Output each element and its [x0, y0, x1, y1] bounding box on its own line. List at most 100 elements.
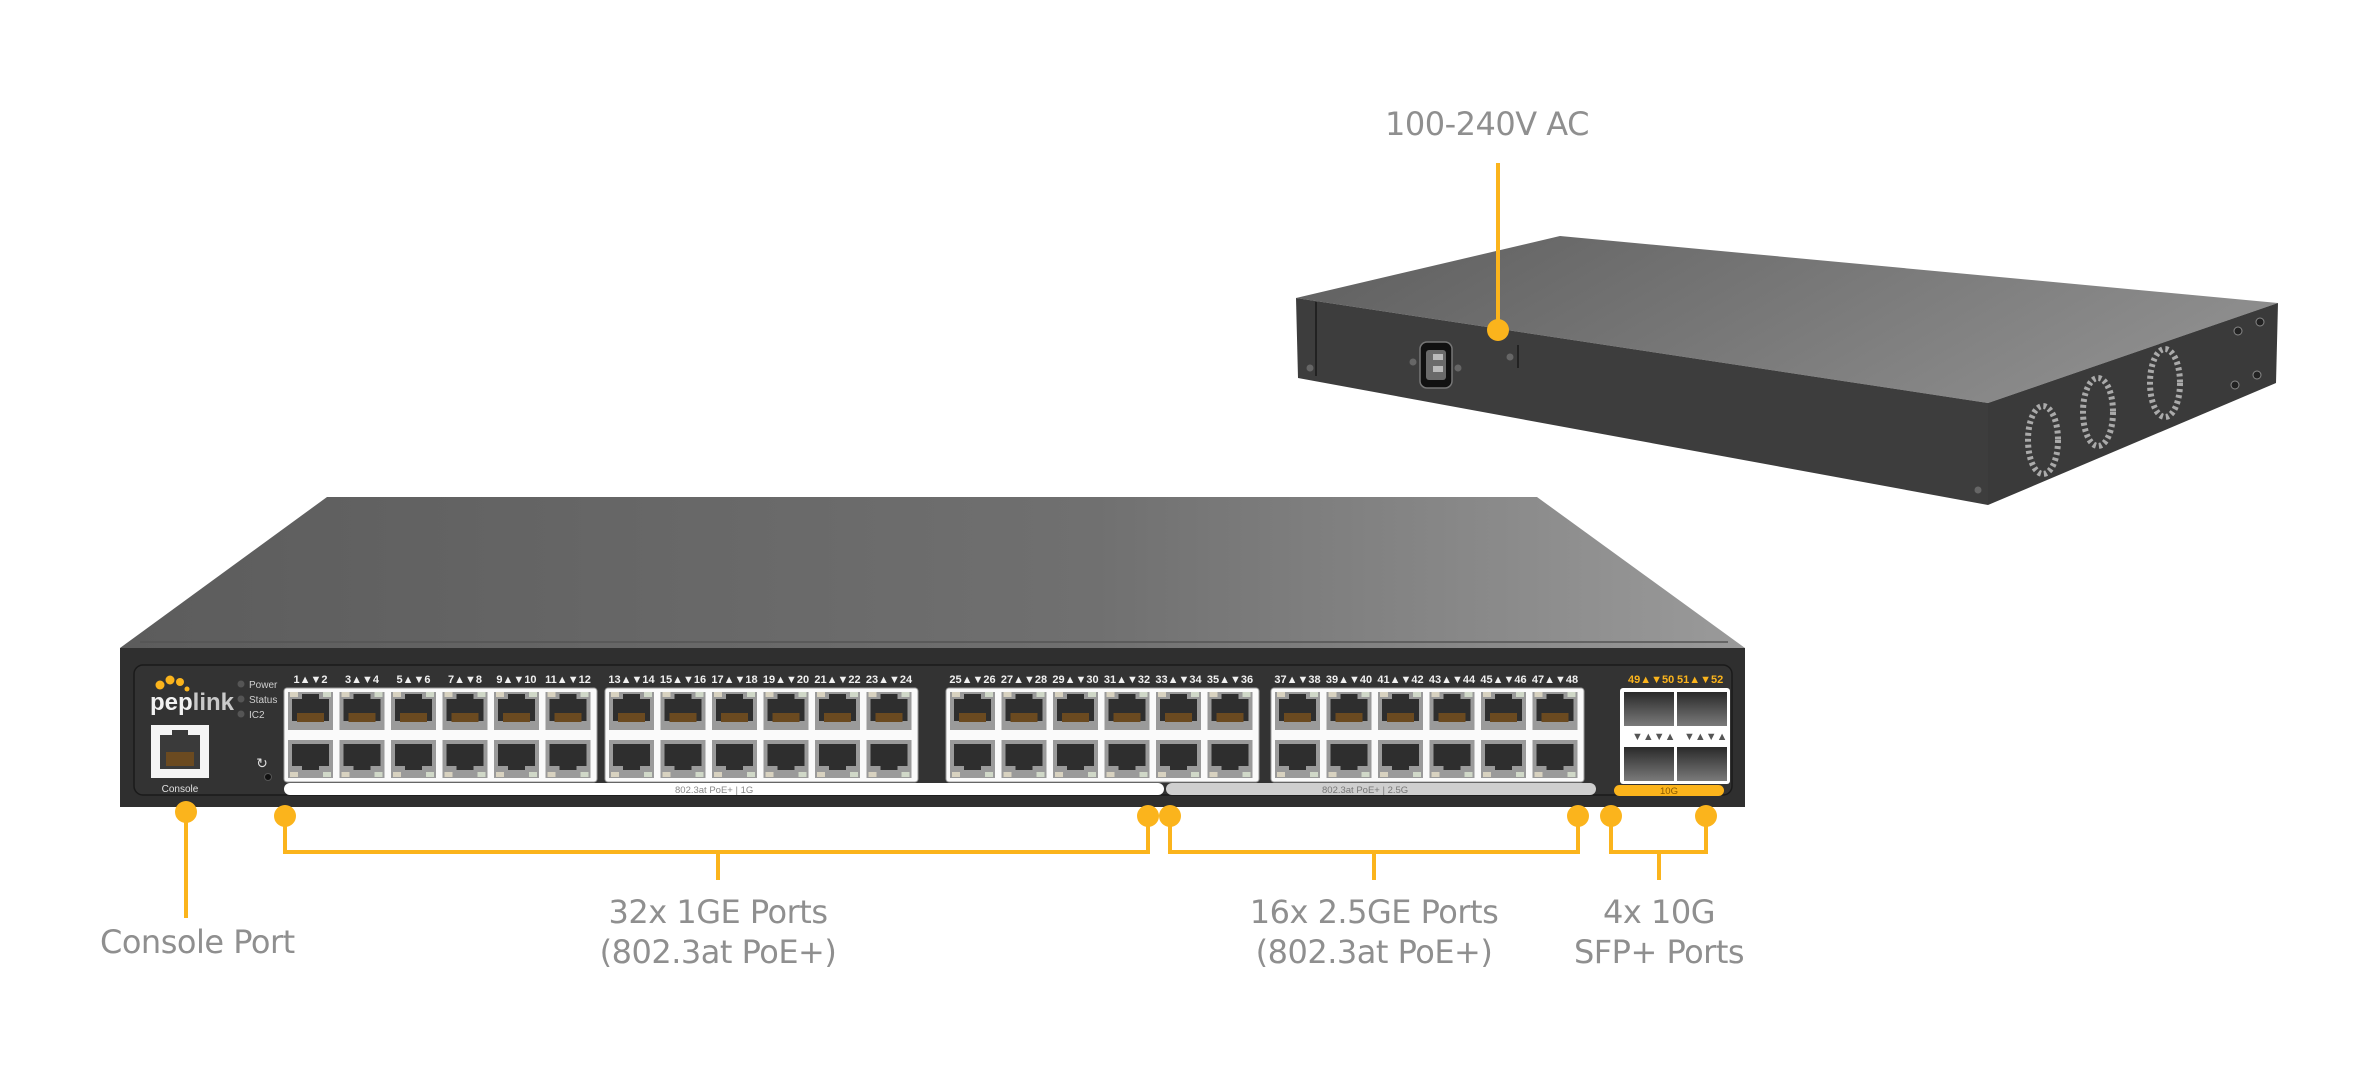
rj45-port[interactable] — [1481, 740, 1526, 778]
rj45-port[interactable] — [609, 740, 654, 778]
rj45-port[interactable] — [288, 740, 333, 778]
rj45-port[interactable] — [1275, 692, 1320, 730]
logo-text-link: link — [193, 689, 235, 716]
console-label: Console — [162, 784, 199, 795]
rj45-port[interactable] — [494, 740, 539, 778]
rj45-port[interactable] — [391, 692, 436, 730]
ge25-bracket — [1168, 816, 1580, 880]
rj45-port[interactable] — [1001, 740, 1047, 778]
band-10g-label: 10G — [1660, 786, 1678, 797]
port-pair-label: 23▲▼24 — [866, 674, 913, 686]
peplink-logo: peplink — [150, 675, 235, 716]
port-pair-label: 11▲▼12 — [545, 674, 591, 686]
rj45-port[interactable] — [1104, 692, 1150, 730]
side-panel — [1988, 303, 2278, 505]
fan-vent — [2147, 346, 2183, 420]
port-pair-label: 3▲▼4 — [345, 674, 380, 686]
reset-icon: ↻ — [256, 755, 268, 771]
rj45-port[interactable] — [1207, 740, 1253, 778]
rj45-port[interactable] — [866, 740, 912, 778]
rj45-port[interactable] — [763, 740, 809, 778]
rj45-port[interactable] — [1053, 692, 1098, 730]
port-pair-label: 17▲▼18 — [711, 674, 757, 686]
sfp-label-line2: SFP+ Ports — [1573, 933, 1745, 971]
port-pair-label: 1▲▼2 — [293, 674, 327, 686]
svg-text:peplink: peplink — [150, 689, 235, 716]
rj45-port[interactable] — [1378, 692, 1423, 730]
rj45-port[interactable] — [1378, 740, 1423, 778]
callout-dot — [1487, 319, 1509, 341]
rj45-port[interactable] — [815, 740, 860, 778]
rj45-port[interactable] — [866, 692, 912, 730]
rj45-port[interactable] — [288, 692, 333, 730]
sfp-port[interactable] — [1624, 692, 1674, 726]
rj45-port[interactable] — [1001, 692, 1047, 730]
callout-dot — [175, 801, 197, 823]
rj45-port[interactable] — [442, 692, 488, 730]
rj45-port[interactable] — [339, 740, 385, 778]
port-pair-label: 27▲▼28 — [1001, 674, 1047, 686]
rj45-port[interactable] — [712, 692, 757, 730]
rj45-port[interactable] — [1532, 692, 1578, 730]
console-port[interactable]: Console — [151, 725, 209, 795]
power-led — [237, 680, 245, 688]
reset-button[interactable]: ↻ — [256, 755, 272, 781]
sfp-bracket — [1609, 816, 1708, 880]
fan-vent — [2080, 375, 2116, 449]
port-pair-label: 35▲▼36 — [1207, 674, 1253, 686]
port-pair-label: 33▲▼34 — [1155, 674, 1202, 686]
rj45-port[interactable] — [339, 692, 385, 730]
rj45-port[interactable] — [1275, 740, 1320, 778]
rj45-port[interactable] — [1053, 740, 1098, 778]
rj45-port[interactable] — [815, 692, 860, 730]
sfp-port[interactable] — [1677, 692, 1727, 726]
rj45-port[interactable] — [494, 692, 539, 730]
rj45-port[interactable] — [950, 692, 995, 730]
rj45-port[interactable] — [545, 692, 591, 730]
rj45-port[interactable] — [609, 692, 654, 730]
ge1-label-line1: 32x 1GE Ports — [608, 893, 828, 931]
rj45-port[interactable] — [1156, 740, 1201, 778]
rj45-port[interactable] — [1532, 740, 1578, 778]
rj45-port[interactable] — [545, 740, 591, 778]
ic2-led — [237, 710, 245, 718]
rj45-port[interactable] — [1156, 692, 1201, 730]
rj45-port[interactable] — [712, 740, 757, 778]
sfp-callout-label: 4x 10G SFP+ Ports — [1559, 892, 1759, 972]
status-led-label: Status — [249, 695, 277, 706]
port-pair-label: 31▲▼32 — [1104, 674, 1150, 686]
ic2-led-label: IC2 — [249, 710, 265, 721]
port-pair-label: 15▲▼16 — [660, 674, 706, 686]
sfp-led-arrows: ▼▲▼▲ — [1632, 731, 1676, 743]
callout-dot — [1159, 805, 1181, 827]
power-label: 100-240V AC — [1385, 105, 1589, 143]
rj45-port[interactable] — [1326, 692, 1372, 730]
rj45-port[interactable] — [660, 692, 706, 730]
rj45-port[interactable] — [763, 692, 809, 730]
port-pair-label: 29▲▼30 — [1052, 674, 1098, 686]
status-led — [237, 695, 245, 703]
ge25-label-line1: 16x 2.5GE Ports — [1249, 893, 1499, 931]
port-pair-label: 39▲▼40 — [1326, 674, 1372, 686]
rj45-port[interactable] — [660, 740, 706, 778]
rj45-port[interactable] — [1207, 692, 1253, 730]
rj45-port[interactable] — [1481, 692, 1526, 730]
svg-text:802.3at PoE+ | 2.5G: 802.3at PoE+ | 2.5G — [1322, 785, 1408, 796]
rj45-port[interactable] — [1326, 740, 1372, 778]
sfp-pair-label: 51▲▼52 — [1677, 674, 1723, 686]
sfp-port[interactable] — [1624, 747, 1674, 781]
sfp-port[interactable] — [1677, 747, 1727, 781]
rj45-port[interactable] — [1429, 740, 1475, 778]
rj45-port[interactable] — [1429, 692, 1475, 730]
rj45-port[interactable] — [1104, 740, 1150, 778]
port-pair-label: 7▲▼8 — [448, 674, 482, 686]
rj45-port[interactable] — [950, 740, 995, 778]
port-pair-label: 19▲▼20 — [763, 674, 809, 686]
ge25-callout-label: 16x 2.5GE Ports (802.3at PoE+) — [1219, 892, 1529, 972]
port-pair-label: 9▲▼10 — [496, 674, 536, 686]
rj45-port[interactable] — [391, 740, 436, 778]
rj45-port[interactable] — [442, 740, 488, 778]
